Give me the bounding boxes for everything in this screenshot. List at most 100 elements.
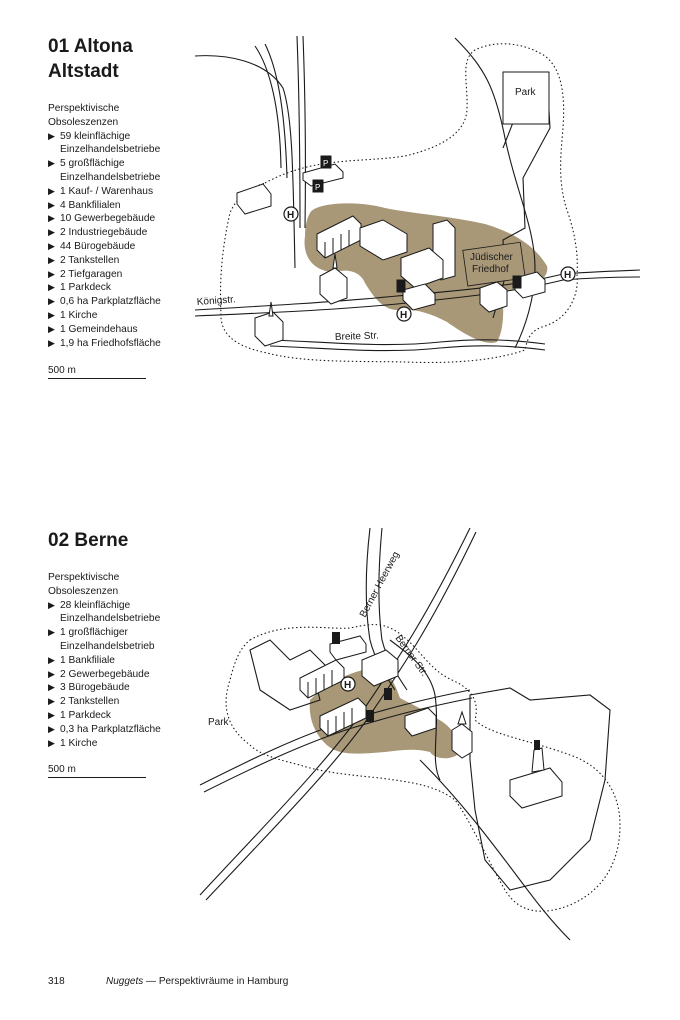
legend-item-text: 1 Kirche [60,737,98,749]
legend-item-text: 28 kleinflächige [60,599,131,611]
bullet-arrow-icon: ▶ [48,337,55,348]
buildings [299,635,563,809]
svg-text:P: P [315,183,320,192]
legend-heading-line: Perspektivische [48,103,120,114]
legend: Perspektivische Obsoleszenzen ▶ 28 kleinf… [48,571,208,750]
scale-bar: 500 m [48,365,146,379]
title-line: 02 Berne [48,530,129,551]
legend-item-text: 2 Tiefgaragen [60,268,123,280]
legend-item-text: 0,6 ha Parkplatzfläche [60,296,161,308]
legend-item-text: 1 Bankfiliale [60,654,115,666]
bullet-arrow-icon: ▶ [48,682,55,693]
legend-item-text: 1 Parkdeck [60,709,111,721]
legend-item: ▶ 1 Kauf- / Warenhaus [48,185,208,199]
svg-text:P: P [323,159,328,168]
legend-item: ▶ 2 Tiefgaragen [48,268,208,282]
halt-markers: H [340,676,356,692]
bullet-arrow-icon: ▶ [48,709,55,720]
legend-item-text: 1,9 ha Friedhofsfläche [60,337,161,349]
halt-symbol: H [287,210,294,221]
legend-item: ▶1 Parkdeck [48,281,208,295]
legend-item: ▶ 0,3 ha Parkplatzfläche [48,723,208,737]
bullet-arrow-icon: ▶ [48,158,55,169]
legend-item-text: Einzelhandelsbetriebe [60,144,161,156]
buildings [236,163,546,347]
bullet-arrow-icon: ▶ [48,627,55,638]
legend-item: ▶1 Gemeindehaus [48,323,208,337]
map-altona: Park Jüdischer Friedhof [194,35,640,364]
book-title: Nuggets [106,976,144,987]
park-area [502,71,550,125]
legend-item: ▶ 1 Kirche [48,737,208,751]
bullet-arrow-icon: ▶ [48,696,55,707]
scale-label: 500 m [48,764,76,775]
legend-item-text: Einzelhandelsbetriebe [60,613,161,625]
parking-signs: P P [312,155,522,293]
book-subtitle: Perspektivräume in Hamburg [158,976,289,987]
legend-item: ▶ 0,6 ha Parkplatzfläche [48,295,208,309]
bullet-arrow-icon: ▶ [48,199,55,210]
legend-item: ▶2 Gewerbegebäude [48,668,208,682]
legend-item: ▶44 Bürogebäude [48,240,208,254]
bullet-arrow-icon: ▶ [48,268,55,279]
legend-item: ▶ 10 Gewerbegebäude [48,212,208,226]
bullet-arrow-icon: ▶ [48,668,55,679]
legend-item-text: 1 Kirche [60,309,98,321]
legend-item-text: 4 Bankfilialen [60,199,121,211]
bullet-arrow-icon: ▶ [48,323,55,334]
bullet-arrow-icon: ▶ [48,254,55,265]
legend-item: ▶2 Tankstellen [48,254,208,268]
legend-item-text: 44 Bürogebäude [60,240,136,252]
legend-item-text: 59 kleinflächige [60,130,131,142]
park-label: Park [208,717,230,728]
scale-label: 500 m [48,365,76,376]
bullet-arrow-icon: ▶ [48,737,55,748]
halt-symbol: H [400,310,407,321]
parking-signs [332,632,540,750]
section-title: 02 Berne [48,528,128,553]
legend-item-text: 0,3 ha Parkplatzfläche [60,723,161,735]
halt-symbol: H [564,270,571,281]
title-line: 01 Altona [48,36,133,57]
legend-item-text: 1 Parkdeck [60,282,111,294]
bullet-arrow-icon: ▶ [48,723,55,734]
legend-item-text: 1 Kauf- / Warenhaus [60,185,154,197]
legend-item-text: 2 Industriegebäude [60,227,148,239]
legend-heading-line: Obsoleszenzen [48,585,119,597]
legend-item: ▶ 1 Parkdeck [48,709,208,723]
page-number: 318 [48,976,65,987]
section-title: 01 Altona Altstadt [48,34,133,84]
bullet-arrow-icon: ▶ [48,130,55,141]
halt-symbol: H [344,680,351,691]
legend-heading-line: Perspektivische [48,572,120,583]
bullet-arrow-icon: ▶ [48,185,55,196]
scale-bar: 500 m [48,764,146,778]
legend-item-text: 2 Tankstellen [60,696,120,708]
legend-item: ▶ 1 Bankfiliale [48,654,208,668]
legend-item-text: Einzelhandelsbetriebe [60,171,161,183]
legend-item: ▶ 1 Kirche [48,309,208,323]
bullet-arrow-icon: ▶ [48,227,55,238]
bullet-arrow-icon: ▶ [48,654,55,665]
street-label: Königstr. [196,294,236,308]
district-boundary [219,43,578,364]
halt-markers: H H H [283,206,576,322]
legend: Perspektivische Obsoleszenzen ▶ 59 kleinf… [48,102,208,350]
bullet-arrow-icon: ▶ [48,296,55,307]
bullet-arrow-icon: ▶ [48,213,55,224]
bullet-arrow-icon: ▶ [48,309,55,320]
legend-item-text: 5 großflächige [60,158,125,170]
park-label: Park [515,87,537,98]
legend-item-text: 10 Gewerbegebäude [60,213,156,225]
legend-item-text: 3 Bürogebäude [60,682,130,694]
cemetery-label: Jüdischer Friedhof [470,252,516,275]
legend-heading-line: Obsoleszenzen [48,116,119,128]
legend-item: ▶ 3 Bürogebäude [48,681,208,695]
legend-heading: Perspektivische Obsoleszenzen [48,102,208,130]
